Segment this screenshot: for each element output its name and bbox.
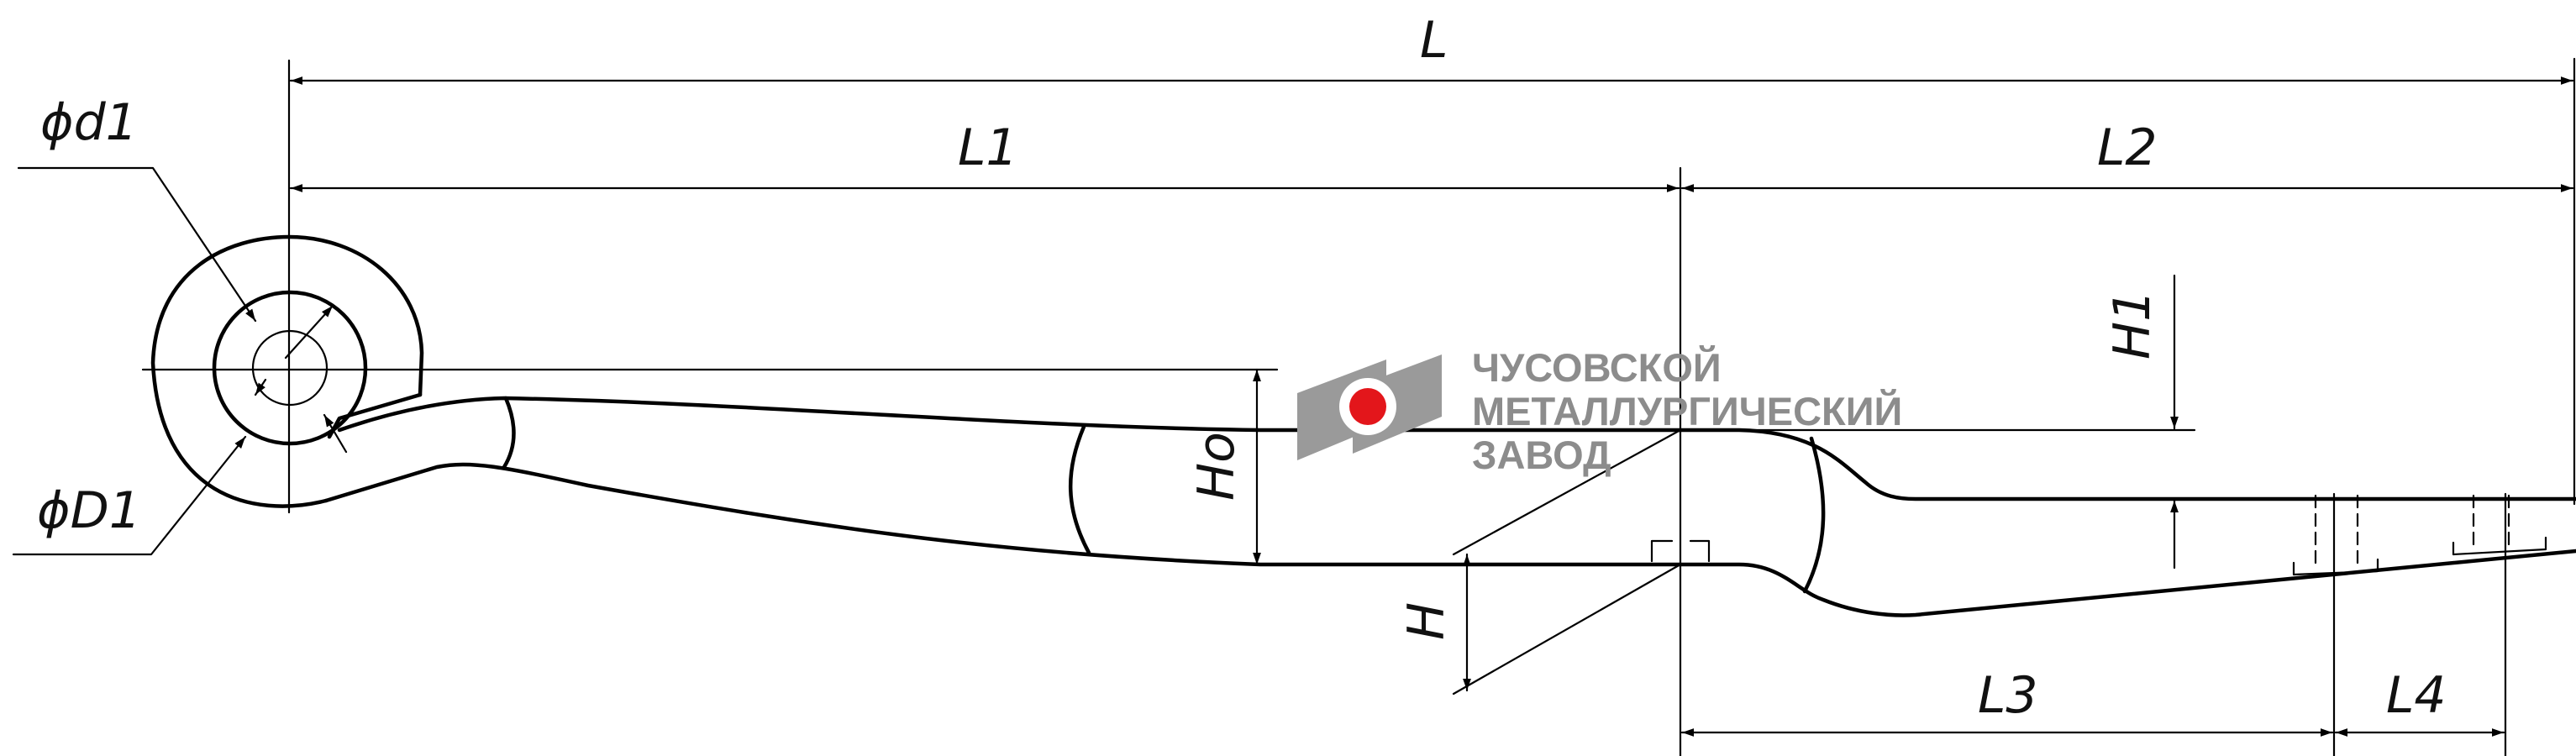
bolt-hidden-2 — [2472, 494, 2510, 551]
leaf-top-surface — [337, 396, 2576, 501]
leader-D1-tip — [284, 304, 334, 360]
dimension-lines — [12, 76, 2574, 737]
logo-line-2: МЕТАЛЛУРГИЧЕСКИЙ — [1472, 389, 1902, 433]
eye-outer-coil — [150, 234, 424, 508]
company-logo: ЧУСОВСКОЙ МЕТАЛЛУРГИЧЕСКИЙ ЗАВОД — [1297, 345, 1902, 477]
label-L4: L4 — [2386, 666, 2447, 725]
clamp-bracket-left — [1650, 539, 1711, 563]
label-L3: L3 — [1978, 666, 2038, 725]
label-L1: L1 — [958, 118, 1018, 177]
h-diagonal-top — [1452, 428, 1682, 556]
bolt-seat-2 — [2452, 536, 2547, 556]
leader-d1-tip — [323, 413, 348, 454]
leader-D1-inner — [254, 378, 267, 396]
dimension-labels: L L1 L2 L3 L4 Ho H H1 ϕd1 ϕD1 — [37, 11, 2447, 725]
label-L2: L2 — [2097, 118, 2158, 177]
clamp-details — [1650, 494, 2547, 576]
label-d1: ϕd1 — [40, 93, 138, 152]
label-H1: H1 — [2103, 290, 2162, 360]
h-diagonal-bottom — [1452, 563, 1682, 696]
bolt-seat-1 — [2292, 558, 2379, 576]
logo-line-1: ЧУСОВСКОЙ — [1472, 345, 1722, 390]
leader-D1 — [12, 435, 247, 556]
label-H: H — [1397, 602, 1456, 640]
logo-red-dot — [1349, 388, 1386, 425]
logo-mark — [1297, 354, 1442, 460]
logo-line-3: ЗАВОД — [1472, 433, 1611, 477]
extension-lines — [141, 57, 2576, 756]
label-L: L — [1420, 11, 1448, 70]
section-arc-1 — [502, 396, 516, 470]
section-arc-3 — [1802, 436, 1826, 594]
leaf-bottom-surface — [323, 462, 2576, 617]
label-Ho: Ho — [1187, 432, 1246, 501]
bolt-hidden-1 — [2314, 494, 2359, 564]
label-D1: ϕD1 — [37, 481, 141, 540]
section-arc-2 — [1068, 424, 1091, 555]
leader-d1 — [17, 166, 257, 323]
